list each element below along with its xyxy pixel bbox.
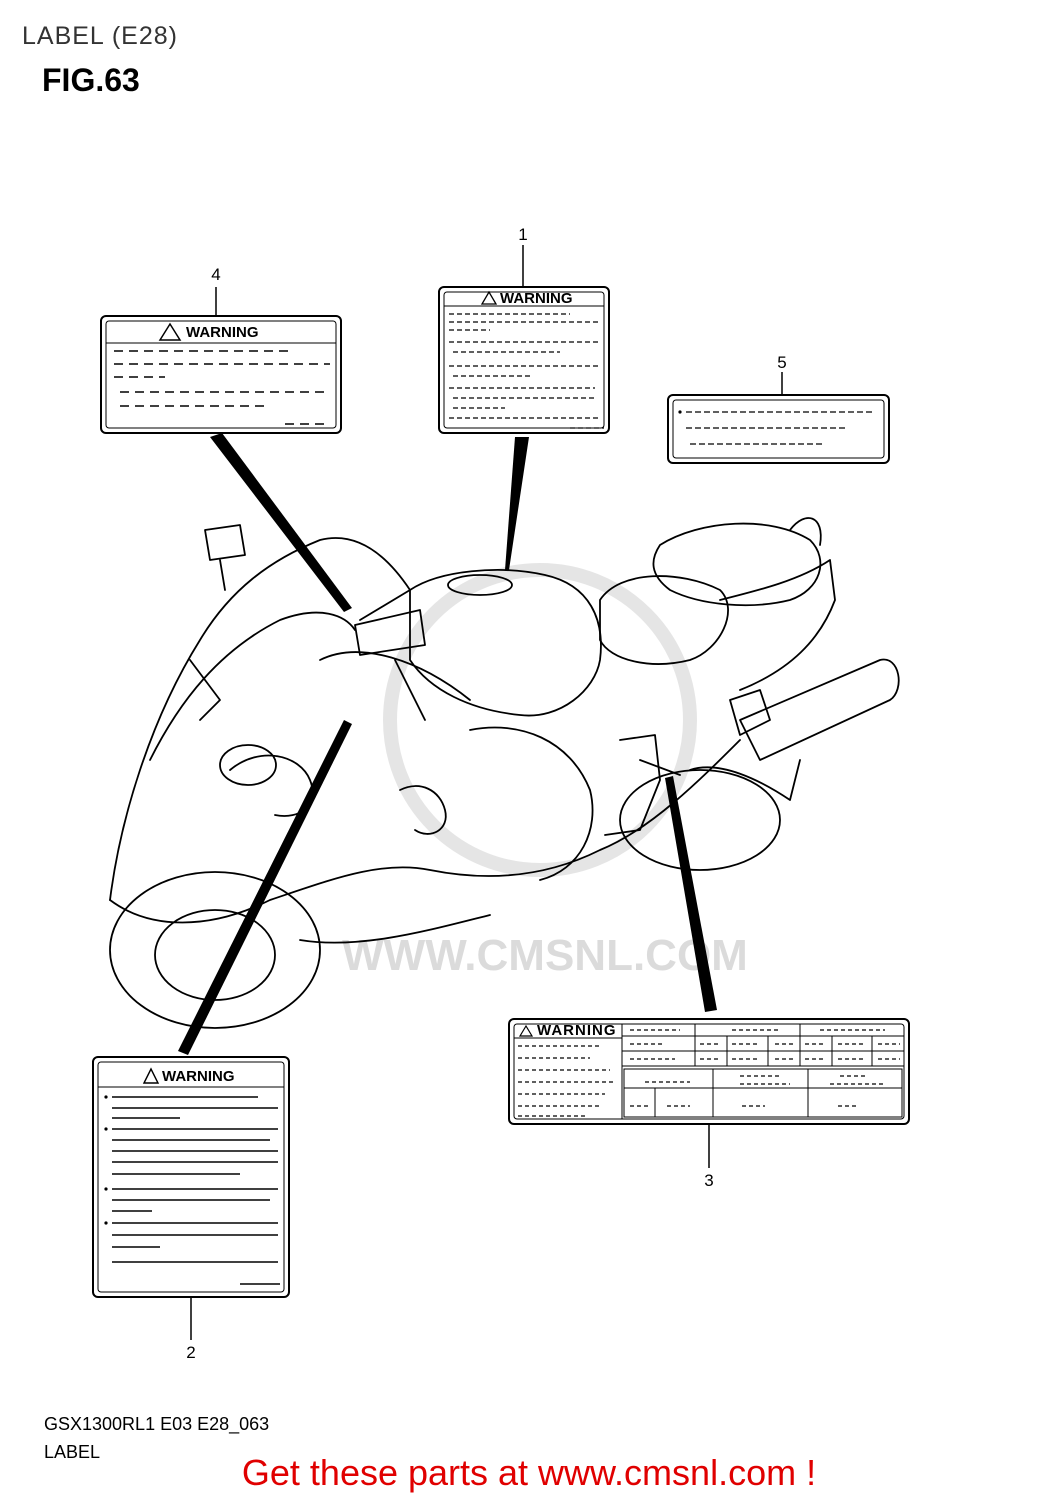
watermark: WWW.CMSNL.COM [342, 563, 748, 980]
callout-2: 2 [186, 1343, 195, 1362]
callout-3: 3 [704, 1171, 713, 1190]
label-2-title: WARNING [162, 1068, 235, 1085]
warning-label-2[interactable]: WARNING [92, 1056, 290, 1298]
warning-triangle-icon [158, 322, 182, 341]
label-1-title: WARNING [500, 290, 573, 307]
callout-5: 5 [777, 353, 786, 372]
callout-4: 4 [211, 265, 220, 284]
callout-1: 1 [518, 225, 527, 244]
promo-link[interactable]: Get these parts at www.cmsnl.com ! [241, 1452, 817, 1493]
warning-label-3[interactable]: WARNING [508, 1018, 910, 1125]
watermark-text: WWW.CMSNL.COM [342, 931, 748, 980]
warning-triangle-icon [480, 290, 498, 305]
warning-label-1[interactable]: WARNING [438, 286, 610, 434]
warning-triangle-icon [142, 1067, 160, 1084]
warning-triangle-icon [518, 1024, 534, 1037]
model-code: GSX1300RL1 E03 E28_063 [44, 1414, 270, 1434]
motorcycle-drawing [109, 517, 900, 1029]
label-3-title: WARNING [537, 1022, 617, 1039]
diagram-subtitle: LABEL (E28) [22, 22, 178, 50]
section-name: LABEL [44, 1442, 101, 1462]
label-5[interactable] [667, 394, 890, 464]
warning-label-4[interactable]: WARNING [100, 315, 342, 434]
label-4-title: WARNING [186, 324, 259, 341]
leader-lines [178, 433, 717, 1055]
figure-number: FIG.63 [42, 62, 140, 98]
